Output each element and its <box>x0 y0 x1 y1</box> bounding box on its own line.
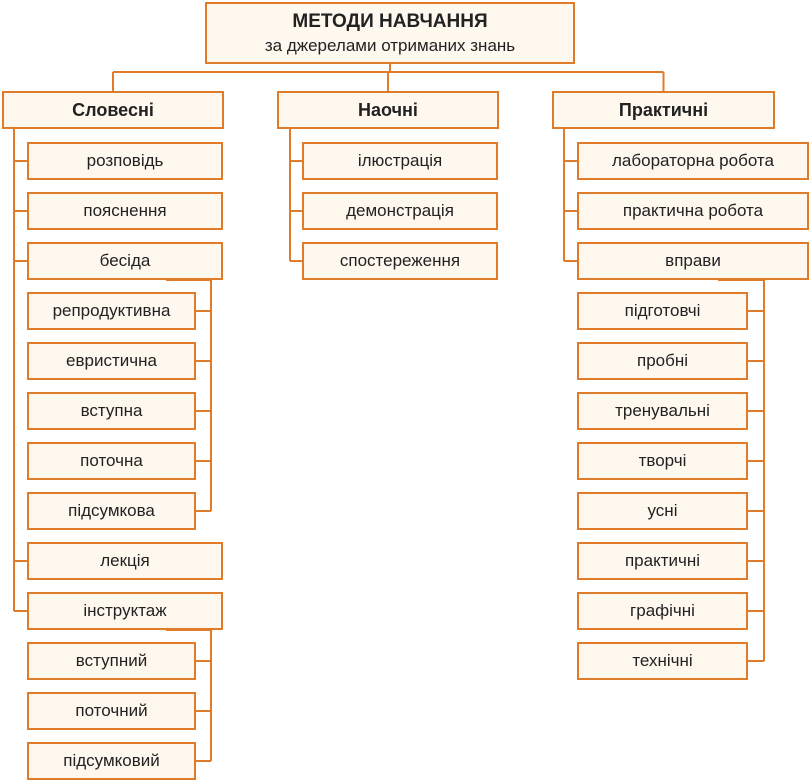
method-item-інструктаж: інструктаж <box>27 592 223 630</box>
sub-item-творчі: творчі <box>577 442 748 480</box>
column-header-словесні: Словесні <box>2 91 224 129</box>
sub-item-підсумкова: підсумкова <box>27 492 196 530</box>
sub-item-усні: усні <box>577 492 748 530</box>
sub-item-підготовчі: підготовчі <box>577 292 748 330</box>
sub-item-технічні: технічні <box>577 642 748 680</box>
sub-item-графічні: графічні <box>577 592 748 630</box>
root-node: МЕТОДИ НАВЧАННЯ за джерелами отриманих з… <box>205 2 575 64</box>
method-item-вправи: вправи <box>577 242 809 280</box>
sub-item-евристична: евристична <box>27 342 196 380</box>
root-title: МЕТОДИ НАВЧАННЯ <box>292 10 488 32</box>
sub-item-тренувальні: тренувальні <box>577 392 748 430</box>
method-item-ілюстрація: ілюстрація <box>302 142 498 180</box>
method-item-демонстрація: демонстрація <box>302 192 498 230</box>
sub-item-підсумковий: підсумковий <box>27 742 196 780</box>
sub-item-вступна: вступна <box>27 392 196 430</box>
method-item-спостереження: спостереження <box>302 242 498 280</box>
method-item-пояснення: пояснення <box>27 192 223 230</box>
method-item-лекція: лекція <box>27 542 223 580</box>
method-item-бесіда: бесіда <box>27 242 223 280</box>
column-header-практичні: Практичні <box>552 91 775 129</box>
sub-item-репродуктивна: репродуктивна <box>27 292 196 330</box>
sub-item-пробні: пробні <box>577 342 748 380</box>
sub-item-поточний: поточний <box>27 692 196 730</box>
method-item-лабораторна-робота: лабораторна робота <box>577 142 809 180</box>
column-header-наочні: Наочні <box>277 91 499 129</box>
sub-item-вступний: вступний <box>27 642 196 680</box>
method-item-розповідь: розповідь <box>27 142 223 180</box>
root-subtitle: за джерелами отриманих знань <box>264 35 516 55</box>
sub-item-поточна: поточна <box>27 442 196 480</box>
sub-item-практичні: практичні <box>577 542 748 580</box>
method-item-практична-робота: практична робота <box>577 192 809 230</box>
